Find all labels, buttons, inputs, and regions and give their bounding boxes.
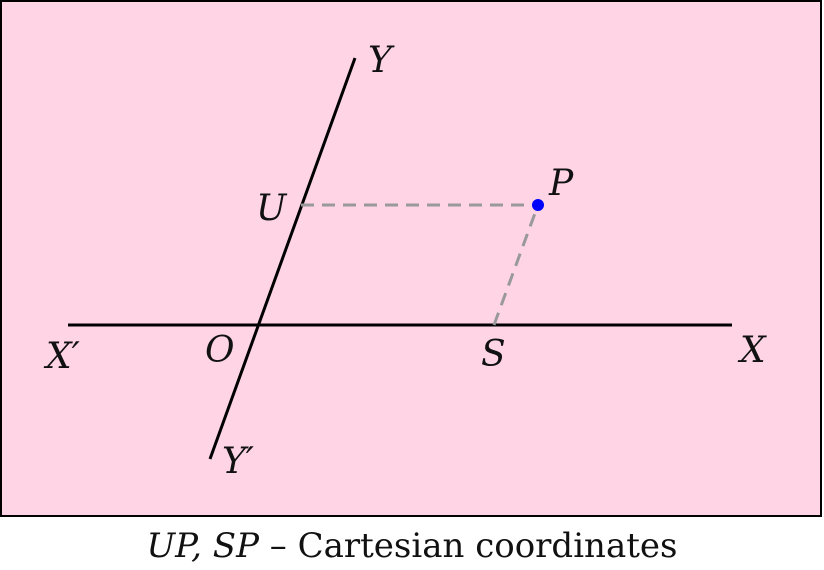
label-p: P: [548, 163, 574, 204]
point-p: [532, 199, 544, 211]
caption-math: UP, SP: [146, 526, 259, 566]
label-x-prime: X′: [43, 336, 80, 377]
projection-sp: [492, 204, 540, 326]
diagram-frame: [0, 0, 822, 517]
label-x: X: [737, 330, 767, 371]
label-origin: O: [205, 330, 235, 371]
caption-text: – Cartesian coordinates: [258, 526, 678, 566]
label-y: Y: [368, 40, 395, 81]
label-s: S: [481, 334, 506, 375]
label-y-prime: Y′: [222, 441, 254, 482]
diagram-caption: UP, SP – Cartesian coordinates: [0, 522, 824, 570]
label-u: U: [256, 188, 288, 229]
y-axis: [208, 57, 357, 460]
cartesian-diagram: Y Y′ X X′ O U S P: [0, 0, 822, 517]
